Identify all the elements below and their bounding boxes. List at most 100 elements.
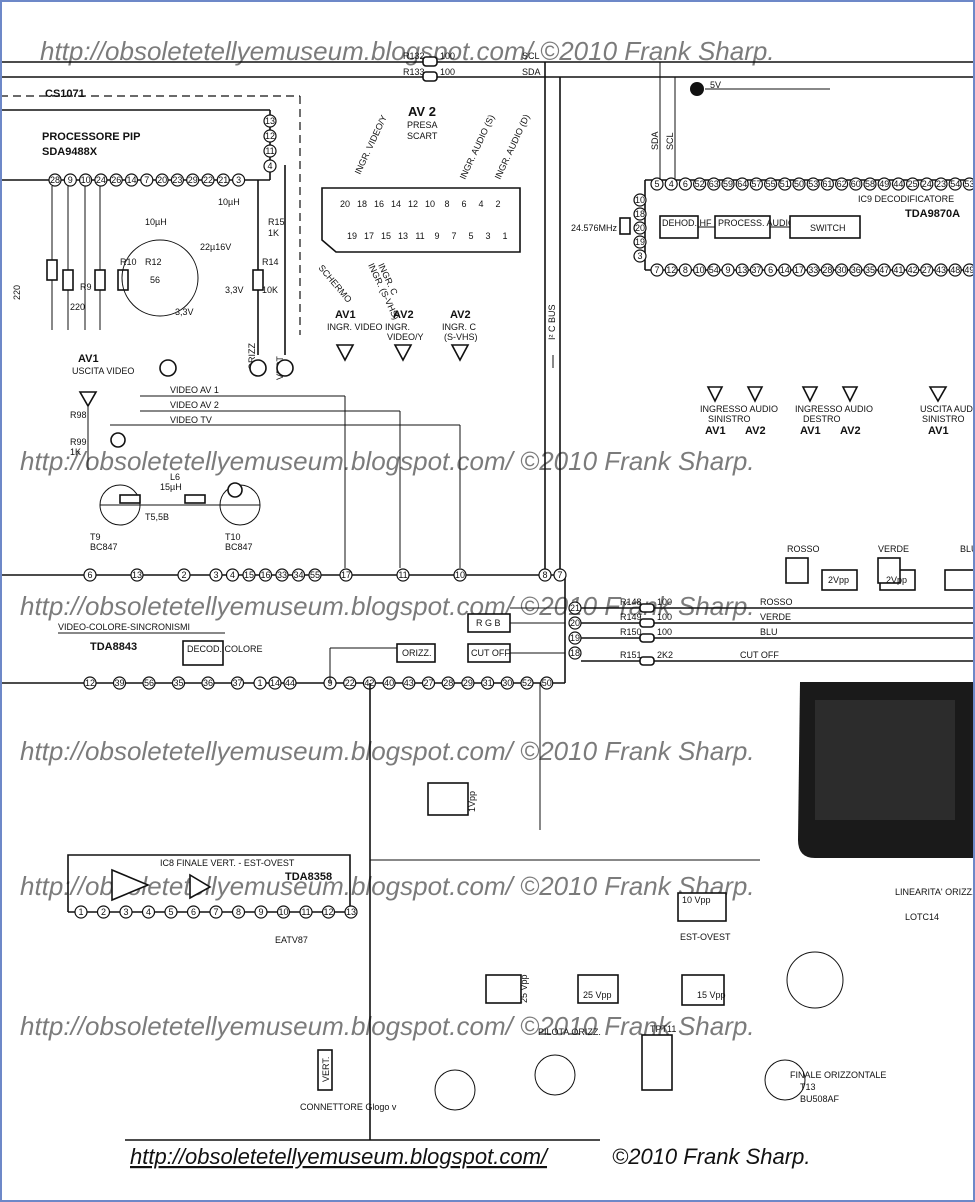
tda-top-pin-num: 55 — [310, 570, 320, 580]
tda-top-pin-num: 4 — [230, 570, 235, 580]
tda-top-pin-num: 11 — [398, 570, 407, 580]
r132-label: R132 — [403, 51, 425, 61]
tda-bot-pin — [201, 676, 215, 690]
ic8-pin — [209, 905, 223, 919]
crt-photo — [798, 682, 975, 858]
ic9-bot-pin-num: 14 — [780, 265, 790, 275]
av-input-label2: VIDEO/Y — [387, 332, 424, 342]
ic9-bot-pin — [763, 263, 778, 277]
tda-bot-pin-num: 50 — [542, 678, 552, 688]
ic9-bot-pin-num: 36 — [851, 265, 861, 275]
tda-bot-pin-num: 44 — [285, 678, 295, 688]
pip-pin-num: 22 — [203, 175, 213, 185]
ic9-top-pin — [692, 177, 707, 191]
rgb-out-val: 2K2 — [657, 650, 673, 660]
ic9-top-pin-num: 5 — [654, 179, 659, 189]
tda-top-pin — [339, 568, 353, 582]
scope-waveforms: ROSSO VERDE BLU 2Vpp 2Vpp 1Vpp — [427, 544, 975, 816]
rgb-out-val: 100 — [657, 597, 672, 607]
scart-pin: 12 — [408, 199, 418, 209]
ic9-bot-pin — [721, 263, 735, 277]
tda-bot-pin-num: 1 — [257, 678, 262, 688]
lin-label: LINEARITA' ORIZZ. — [895, 887, 975, 897]
tda-top-pin-num: 8 — [542, 570, 547, 580]
tda-bot-pin — [253, 676, 267, 690]
ic9-top-pin-num: 44 — [893, 179, 903, 189]
ic8-pin-num: 10 — [278, 907, 288, 917]
scart-lbl-audio-s: INGR. AUDIO (S) — [458, 113, 497, 181]
ic8-pin — [254, 905, 268, 919]
tda-top-pin — [291, 568, 306, 582]
ic9-left-pin — [633, 207, 647, 221]
ic9-top-pin-num: 61 — [822, 179, 832, 189]
tda-top-pin-num: 7 — [557, 570, 562, 580]
ic9-bot-pin-num: 10 — [695, 265, 705, 275]
t13-label: T13 — [800, 1082, 816, 1092]
scart-pin: 4 — [478, 199, 483, 209]
pip-v-pin — [263, 114, 277, 128]
pip-pin-num: 14 — [126, 175, 136, 185]
ic9-left-pin-num: 19 — [635, 237, 645, 247]
audio-in-av1: AV1 — [800, 425, 821, 437]
tpt11-label: TPT11 — [650, 1024, 676, 1034]
tda-top-pin — [225, 568, 240, 582]
svg-text:3,3V: 3,3V — [225, 285, 244, 295]
ic9-left-pin — [633, 249, 647, 263]
cutoff-box-label: CUT OFF — [471, 648, 510, 658]
pip-v-pin-num: 13 — [265, 116, 275, 126]
ic9-sda: SDA — [650, 131, 660, 150]
svg-text:1K: 1K — [268, 228, 279, 238]
pip-pin — [78, 173, 93, 187]
tda-bot-pin — [520, 676, 534, 690]
decod-label-1: DECOD. COLORE — [187, 644, 263, 654]
tda-bot-pin — [112, 676, 127, 690]
lotc-label: LOTC14 — [905, 912, 939, 922]
scart-pin: 3 — [485, 231, 490, 241]
ic8-pin-num: 7 — [213, 907, 218, 917]
tda-bot-pin — [481, 676, 495, 690]
svg-text:BC847: BC847 — [225, 542, 253, 552]
svg-text:220: 220 — [12, 285, 22, 300]
ic9-left-pin-num: 3 — [637, 251, 642, 261]
pip-pin — [48, 173, 62, 187]
svg-text:10µH: 10µH — [218, 197, 240, 207]
av-input-label: INGR. C — [442, 322, 477, 332]
pip-v-pin — [263, 129, 277, 143]
scart-lbl-video: INGR. VIDEO/Y — [353, 114, 389, 176]
audio-in-arrow-icon — [706, 386, 724, 403]
ic9-top-pin — [962, 177, 975, 191]
svg-text:10K: 10K — [262, 285, 278, 295]
audio-in-av2: AV2 — [840, 425, 861, 437]
watermark-2: http://obsoletetellyemuseum.blogspot.com… — [20, 446, 755, 476]
ic9-top-pin-num: 50 — [794, 179, 804, 189]
scart-pin: 9 — [434, 231, 439, 241]
pip-pin — [232, 173, 246, 187]
rgb-out-name: CUT OFF — [740, 650, 779, 660]
scope-1vpp: 1Vpp — [467, 791, 477, 812]
ic9-bot-pin-num: 17 — [794, 265, 804, 275]
ic9-bot-pin-num: 7 — [654, 265, 659, 275]
ic9-bot-pin-num: 49 — [964, 265, 974, 275]
eat-label: EATV87 — [275, 935, 308, 945]
scope-2vpp-2: 2Vpp — [886, 575, 907, 585]
svg-text:15µH: 15µH — [160, 482, 182, 492]
connettore-label: CONNETTORE Glogo v — [300, 1102, 397, 1112]
tda-bot-pin — [343, 676, 357, 690]
pip-pin-num: 21 — [218, 175, 228, 185]
ic8-pin — [299, 905, 313, 919]
pip-pin — [63, 173, 77, 187]
pip-components: 220 220 R9 R10 56 R12 R14 10K R15 1K 3,3… — [12, 186, 285, 330]
svg-text:T5,5B: T5,5B — [145, 512, 169, 522]
ic8-pin-num: 11 — [301, 907, 310, 917]
ic9-top-pin — [707, 177, 721, 191]
orizz-box-label: ORIZZ. — [402, 648, 432, 658]
tda-bot-pin-num: 39 — [114, 678, 124, 688]
av-input-title: AV2 — [450, 309, 471, 321]
ic9-bot-pin-num: 28 — [822, 265, 832, 275]
audio-in-title: INGRESSO AUDIO — [795, 404, 873, 414]
tda-bot-pin — [382, 676, 396, 690]
ic9-title: IC9 DECODIFICATORE — [858, 194, 954, 204]
scart-pin: 19 — [347, 231, 357, 241]
